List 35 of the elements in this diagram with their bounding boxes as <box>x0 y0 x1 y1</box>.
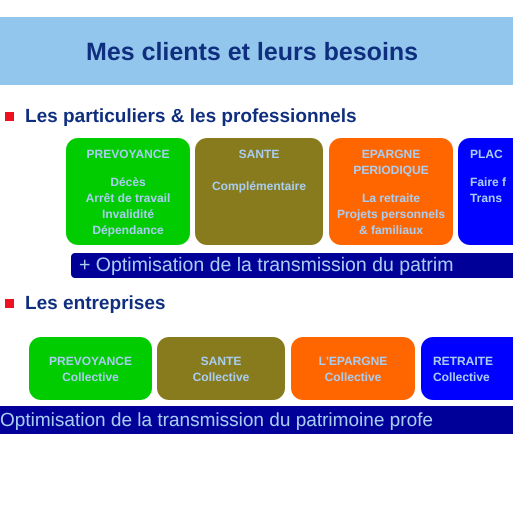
section-heading: Les entreprises <box>25 292 166 316</box>
category-item: Collective <box>433 368 490 384</box>
category-box <box>157 337 285 400</box>
category-heading: SANTE <box>200 352 242 368</box>
category-item: Faire f <box>470 174 506 190</box>
category-item: Trans <box>470 190 502 206</box>
category-box <box>291 337 415 400</box>
banner <box>0 406 513 434</box>
section-heading: Les particuliers & les professionnels <box>25 105 357 129</box>
category-heading: L'EPARGNE <box>318 352 388 368</box>
banner-text: + Optimisation de la transmission du patrim <box>79 256 454 276</box>
category-box <box>421 337 513 400</box>
category-item: La retraite <box>362 190 420 206</box>
category-item: Collective <box>62 368 119 384</box>
category-heading: PREVOYANCE <box>49 352 132 368</box>
category-item: Complémentaire <box>212 178 306 194</box>
category-item: Projets personnels & familiaux <box>336 206 446 238</box>
category-item: Dépendance <box>92 222 164 238</box>
category-item: Arrêt de travail <box>86 190 170 206</box>
category-item: Collective <box>192 368 250 384</box>
category-item: Décès <box>110 174 146 190</box>
category-heading: PLAC <box>470 146 503 162</box>
title: Mes clients et leurs besoins <box>86 37 418 68</box>
category-heading: PREVOYANCE <box>86 146 170 162</box>
category-item: Collective <box>324 368 382 384</box>
banner-text: Optimisation de la transmission du patrimoine profe <box>0 410 434 430</box>
category-box <box>329 138 453 245</box>
category-box <box>29 337 152 400</box>
category-box <box>195 138 323 245</box>
category-heading: SANTE <box>238 146 280 162</box>
category-box <box>66 138 190 245</box>
category-heading: EPARGNE PERIODIQUE <box>352 146 430 178</box>
category-item: Invalidité <box>102 206 154 222</box>
category-heading: RETRAITE <box>433 352 493 368</box>
banner <box>71 253 513 278</box>
